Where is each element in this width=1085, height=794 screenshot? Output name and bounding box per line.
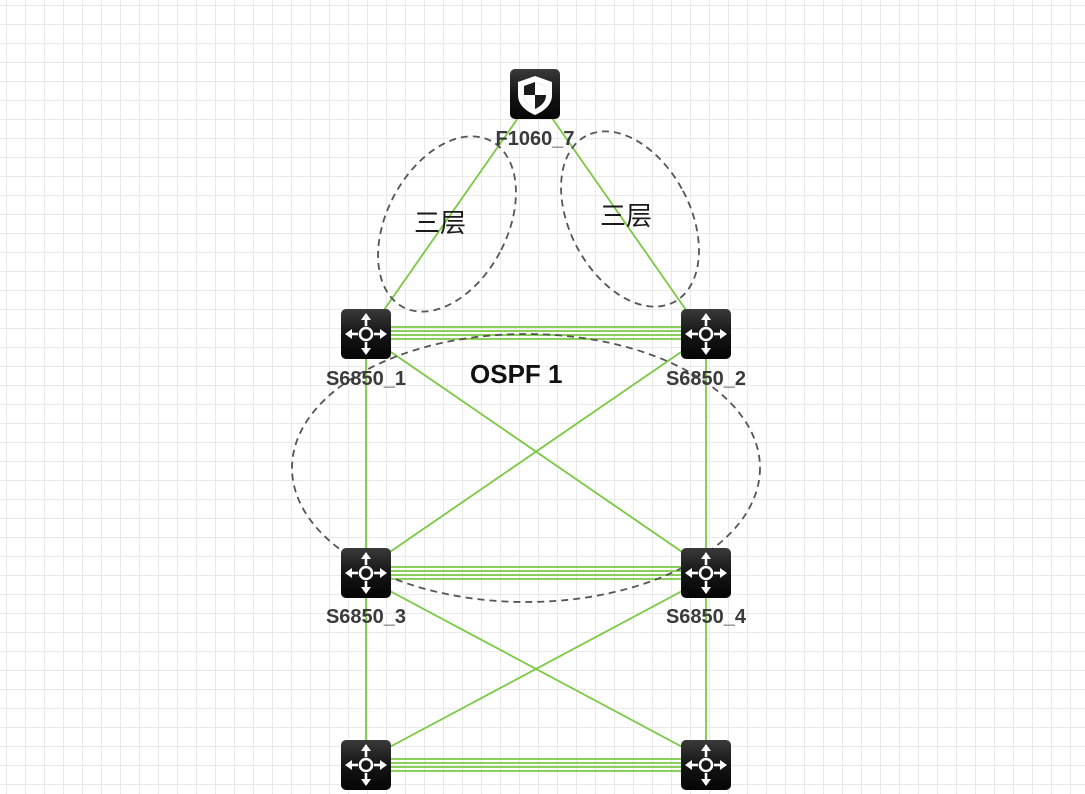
zone-layer3-right (560, 130, 700, 308)
link-s6850-2-s6850-3[interactable] (383, 349, 685, 557)
device-s6850-1[interactable] (341, 309, 391, 359)
device-firewall[interactable] (510, 69, 560, 119)
link-bundle-s6850-1-s6850-2[interactable] (390, 326, 682, 340)
zone-label-layer3-left: 三层 (414, 209, 466, 238)
device-bottom-left[interactable] (341, 740, 391, 790)
device-s6850-3[interactable] (341, 548, 391, 598)
link-bundle-bottom-left-bottom-right[interactable] (390, 758, 682, 772)
zone-ospf-area (291, 333, 761, 603)
zone-label-ospf: OSPF 1 (470, 359, 562, 389)
link-s6850-3-bottom-right[interactable] (387, 589, 689, 751)
link-bundle-s6850-3-s6850-4[interactable] (390, 566, 682, 580)
link-s6850-4-bottom-left[interactable] (383, 589, 685, 751)
device-label-s6850-2: S6850_2 (666, 368, 746, 390)
device-s6850-4[interactable] (681, 548, 731, 598)
link-firewall-s6850-1[interactable] (369, 97, 533, 331)
device-label-s6850-3: S6850_3 (326, 606, 406, 628)
link-firewall-s6850-2[interactable] (537, 97, 701, 331)
device-bottom-right[interactable] (681, 740, 731, 790)
device-label-s6850-1: S6850_1 (326, 368, 406, 390)
device-s6850-2[interactable] (681, 309, 731, 359)
firewall-shield-icon (518, 76, 552, 115)
zone-label-layer3-right: 三层 (600, 202, 652, 231)
links (365, 97, 707, 772)
device-label-firewall: F1060_7 (496, 128, 575, 150)
device-label-s6850-4: S6850_4 (666, 606, 747, 628)
link-s6850-1-s6850-4[interactable] (387, 349, 689, 557)
